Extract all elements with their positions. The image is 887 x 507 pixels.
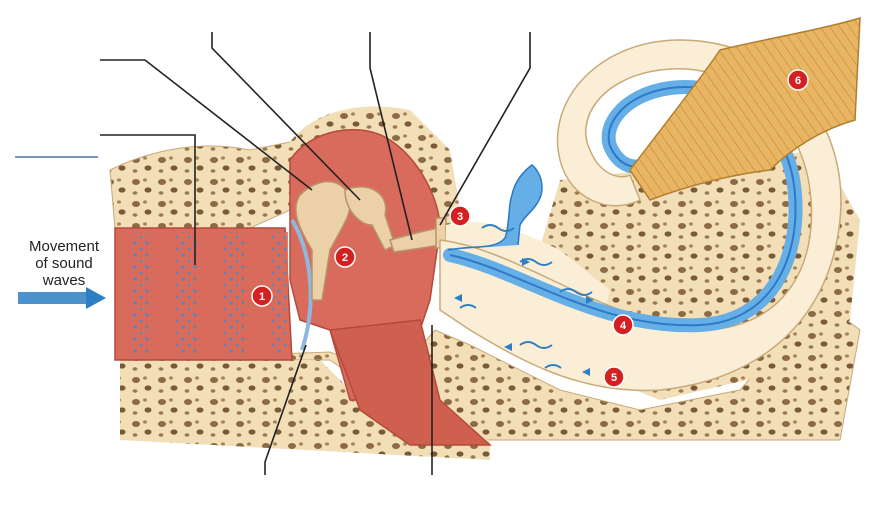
eustachian-tube xyxy=(328,319,492,446)
eardrum xyxy=(290,218,313,351)
sound-label-line-1: Movement xyxy=(28,238,100,255)
sound-label-line-3: waves xyxy=(42,272,86,289)
ear-canal xyxy=(114,227,293,361)
vestibular-canal xyxy=(447,164,543,251)
sound-wave-arrow-icon xyxy=(18,287,106,309)
fluid-wave-arrow-icon xyxy=(459,224,593,369)
cochlea-outer xyxy=(439,39,842,392)
upper-temporal-bone xyxy=(109,139,301,229)
cochlear-duct-edge xyxy=(449,86,797,327)
leader-lines xyxy=(15,32,531,475)
sound-movement-label: Movement of sound waves xyxy=(14,238,114,289)
malleus xyxy=(295,180,351,301)
sound-label-line-2: of sound xyxy=(35,255,93,272)
fluid-arrowheads xyxy=(454,258,594,376)
sound-wave-dots xyxy=(130,232,288,356)
auditory-nerve xyxy=(629,16,861,201)
